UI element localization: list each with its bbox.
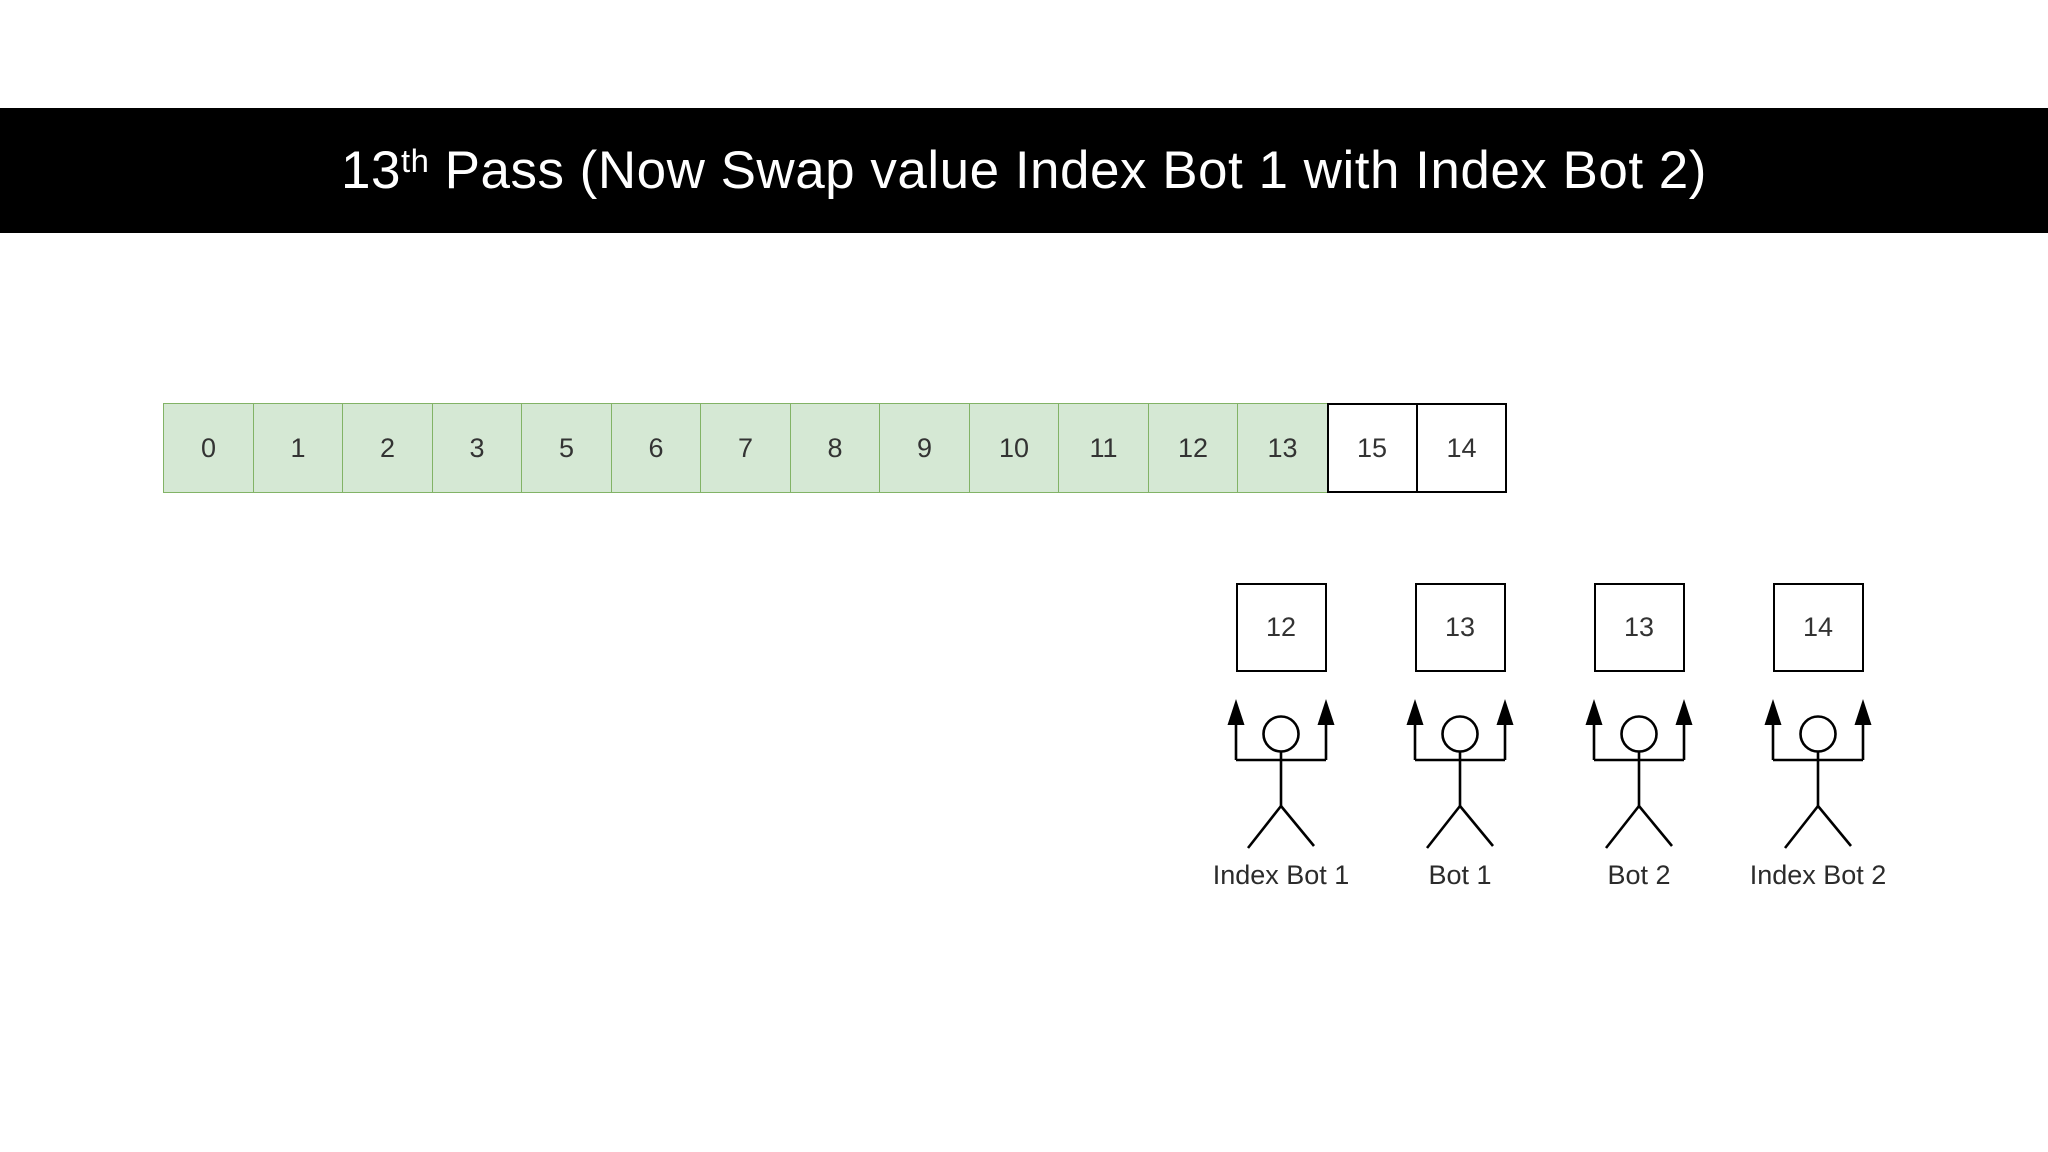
- array-cell: 8: [789, 403, 881, 493]
- title-pass-number: 13: [341, 141, 401, 200]
- bot-label: Index Bot 2: [1749, 860, 1887, 890]
- array-cell-value: 10: [998, 432, 1030, 463]
- page-title: 13th Pass (Now Swap value Index Bot 1 wi…: [341, 140, 1707, 201]
- bot: 13 Bot 2: [1549, 583, 1729, 891]
- bot-label: Bot 1: [1428, 860, 1492, 890]
- array-cell-value: 9: [916, 432, 933, 463]
- array-cell: 9: [879, 403, 970, 493]
- bot-label: Index Bot 1: [1212, 860, 1350, 890]
- array-cell-value: 3: [469, 432, 485, 463]
- stick-figure-icon: [1585, 699, 1693, 849]
- array-cell: 2: [342, 403, 433, 493]
- title-rest: Pass (Now Swap value Index Bot 1 with In…: [429, 141, 1707, 200]
- stick-figure-icon: [1764, 699, 1872, 849]
- array-cell-value: 1: [290, 432, 306, 463]
- array: 0 1 2 3 5 6 7 8 9 10 11 12 13 15 14: [163, 403, 1507, 493]
- array-cell-value: 12: [1177, 432, 1209, 463]
- bot: 14 Index Bot 2: [1728, 583, 1908, 891]
- title-bar: 13th Pass (Now Swap value Index Bot 1 wi…: [0, 108, 2048, 233]
- array-cell-value: 6: [648, 432, 664, 463]
- stick-figure-icon: [1227, 699, 1335, 849]
- array-cell: 13: [1237, 403, 1328, 493]
- array-cell-value: 5: [558, 432, 575, 463]
- array-cell: 6: [610, 403, 702, 493]
- bot-value-box: 12: [1235, 583, 1327, 672]
- array-cell: 3: [431, 403, 523, 493]
- bot-value-box: 13: [1414, 583, 1506, 672]
- bot: 12 Index Bot 1: [1191, 583, 1371, 891]
- array-cell-value: 14: [1446, 432, 1477, 463]
- array-cell-value: 2: [379, 432, 396, 463]
- array-cell: 7: [700, 403, 791, 493]
- array-cell: 0: [163, 403, 254, 493]
- bot-value-box: 13: [1593, 583, 1685, 672]
- array-cell: 11: [1058, 403, 1149, 493]
- array-cell: 10: [968, 403, 1060, 493]
- array-cell: 14: [1416, 403, 1507, 493]
- bot-label: Bot 2: [1607, 860, 1671, 890]
- array-cell: 15: [1326, 403, 1418, 493]
- array-cell: 1: [252, 403, 344, 493]
- array-cell-value: 15: [1356, 432, 1388, 463]
- title-ordinal-suffix: th: [401, 141, 430, 179]
- array-cell-value: 7: [737, 432, 754, 463]
- stick-figure-icon: [1406, 699, 1514, 849]
- array-cell-value: 13: [1267, 432, 1298, 463]
- array-cell-value: 11: [1089, 432, 1118, 463]
- bot-value-box: 14: [1772, 583, 1864, 672]
- array-cell: 12: [1147, 403, 1239, 493]
- array-cell: 5: [521, 403, 612, 493]
- bot-value: 14: [1802, 612, 1834, 642]
- array-cell-value: 8: [827, 432, 843, 463]
- bot-value: 13: [1623, 612, 1655, 642]
- bot: 13 Bot 1: [1370, 583, 1550, 891]
- bot-value: 12: [1265, 612, 1297, 642]
- array-cell-value: 0: [200, 432, 217, 463]
- bot-value: 13: [1444, 612, 1476, 642]
